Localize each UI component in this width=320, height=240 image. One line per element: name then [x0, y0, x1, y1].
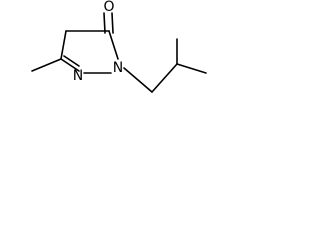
bond-c-o-double-b — [111, 12, 114, 34]
carbonyl-group — [103, 12, 114, 34]
bond-c3-methyl — [31, 58, 62, 72]
chemical-structure-diagram: O N N — [31, 0, 207, 93]
bond-ch-methyl-right — [176, 63, 207, 74]
pyrazolone-ring — [60, 30, 119, 74]
bond-n1-ch2 — [123, 67, 153, 93]
isobutyl-chain — [123, 38, 207, 93]
bond-n2-c3-inner — [63, 55, 80, 67]
nitrogen-double-bond-atom-label: N — [73, 68, 83, 84]
nitrogen-ring-atom-label: N — [113, 60, 123, 76]
bond-c5-n1 — [108, 30, 119, 60]
oxygen-atom-label: O — [103, 0, 114, 15]
bond-ch2-ch — [151, 63, 178, 93]
bond-c-o-double-a — [103, 12, 106, 34]
bond-n2-c3-double — [60, 58, 80, 72]
bond-c3-c4 — [60, 30, 67, 60]
